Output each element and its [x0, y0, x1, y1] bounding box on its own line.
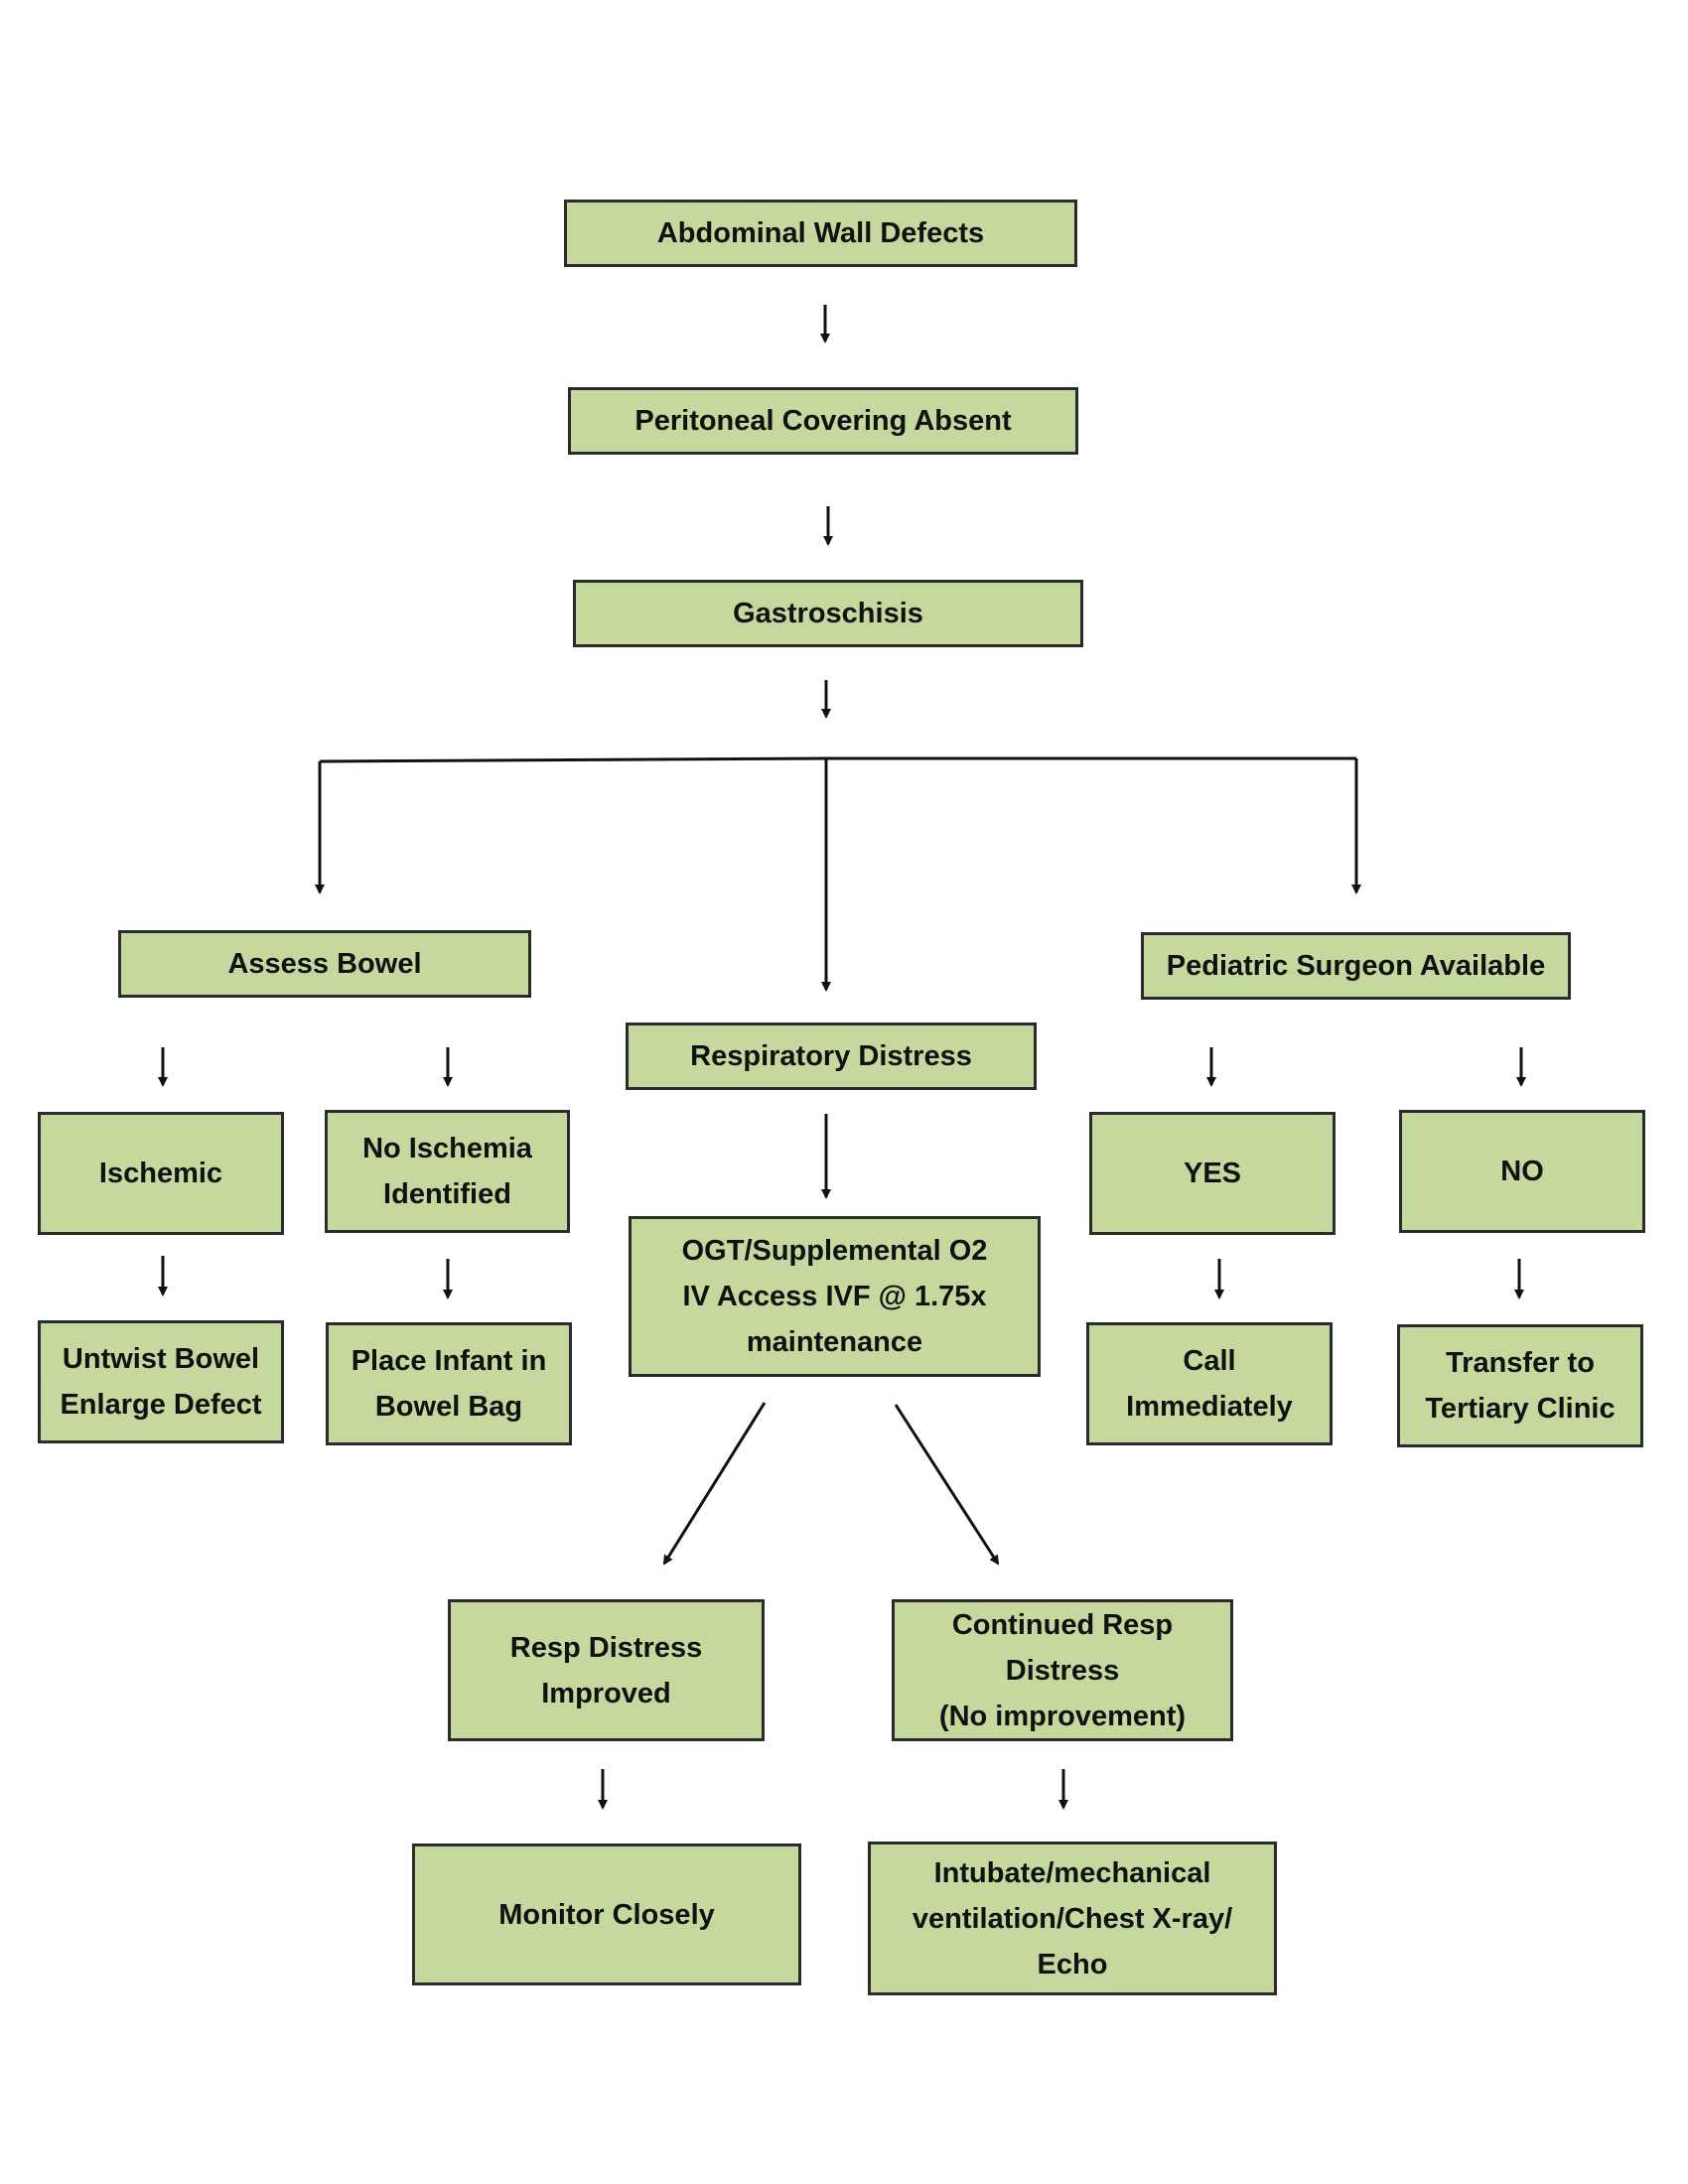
arrow-line: [894, 1404, 1000, 1566]
node-text-line: Improved: [541, 1677, 671, 1709]
node-text-line: Abdominal Wall Defects: [656, 217, 985, 249]
connector-line: [319, 756, 827, 763]
node-text-line: Enlarge Defect: [60, 1389, 262, 1421]
edge-gastroschisis-to-pediatric-surgeon-available: [826, 756, 1361, 894]
node-text-line: Call: [1183, 1345, 1236, 1377]
node-respiratory-distress: Respiratory Distress: [626, 1023, 1037, 1090]
node-text-line: Distress: [1005, 1654, 1120, 1687]
node-text-line: Tertiary Clinic: [1425, 1393, 1616, 1425]
node-peritoneal-covering-absent: Peritoneal Covering Absent: [568, 387, 1078, 455]
node-text: OGT/Supplemental O2 IV Access IVF @ 1.75x…: [682, 1228, 988, 1365]
node-text-line: Respiratory Distress: [690, 1040, 972, 1072]
node-text-line: Immediately: [1126, 1391, 1293, 1423]
node-text-line: ventilation/Chest X-ray/: [912, 1902, 1233, 1935]
node-text: Respiratory Distress: [690, 1033, 972, 1079]
node-text: Peritoneal Covering Absent: [634, 398, 1011, 444]
arrow-line: [662, 1402, 767, 1566]
node-text-line: Bowel Bag: [374, 1391, 523, 1423]
node-text: Monitor Closely: [498, 1892, 715, 1938]
edge-ogt-supplemental-o2-to-resp-distress-improved: [662, 1402, 767, 1566]
node-text-line: OGT/Supplemental O2: [681, 1235, 988, 1267]
node-text-line: Place Infant in: [351, 1345, 547, 1377]
node-no: NO: [1399, 1110, 1645, 1233]
node-text-line: Assess Bowel: [227, 948, 422, 980]
node-text-line: (No improvement): [938, 1700, 1187, 1732]
node-text: Ischemic: [99, 1151, 222, 1196]
node-text-line: Pediatric Surgeon Available: [1166, 950, 1546, 982]
node-text-line: YES: [1183, 1158, 1242, 1189]
node-text-line: Peritoneal Covering Absent: [634, 405, 1012, 437]
node-text: Gastroschisis: [733, 591, 923, 636]
node-text-line: Resp Distress: [509, 1631, 703, 1664]
node-text: YES: [1184, 1151, 1241, 1196]
node-text-line: Continued Resp: [951, 1608, 1174, 1641]
node-text-line: No Ischemia: [362, 1133, 532, 1164]
node-ogt-supplemental-o2: OGT/Supplemental O2 IV Access IVF @ 1.75x…: [629, 1216, 1041, 1377]
node-text: Pediatric Surgeon Available: [1167, 943, 1545, 989]
node-ischemic: Ischemic: [38, 1112, 284, 1235]
node-text-line: Untwist Bowel: [62, 1343, 260, 1375]
node-intubate: Intubate/mechanical ventilation/Chest X-r…: [868, 1842, 1277, 1995]
node-yes: YES: [1089, 1112, 1336, 1235]
node-assess-bowel: Assess Bowel: [118, 930, 531, 998]
node-text-line: Monitor Closely: [498, 1898, 715, 1931]
node-abdominal-wall-defects: Abdominal Wall Defects: [564, 200, 1077, 267]
node-pediatric-surgeon-available: Pediatric Surgeon Available: [1141, 932, 1571, 1000]
node-place-infant-bowel-bag: Place Infant in Bowel Bag: [326, 1322, 572, 1445]
node-text: Transfer to Tertiary Clinic: [1425, 1340, 1615, 1432]
edge-gastroschisis-to-assess-bowel: [315, 680, 831, 894]
node-text-line: Ischemic: [98, 1158, 223, 1189]
node-text: Intubate/mechanical ventilation/Chest X-r…: [913, 1850, 1232, 1987]
node-gastroschisis: Gastroschisis: [573, 580, 1083, 647]
node-text: Place Infant in Bowel Bag: [352, 1338, 547, 1430]
node-text-line: IV Access IVF @ 1.75x: [682, 1281, 987, 1312]
node-text-line: Echo: [1037, 1948, 1108, 1980]
node-text: Abdominal Wall Defects: [657, 210, 984, 256]
node-text: NO: [1500, 1149, 1544, 1194]
node-text-line: Intubate/mechanical: [933, 1856, 1211, 1889]
node-transfer-tertiary-clinic: Transfer to Tertiary Clinic: [1397, 1324, 1643, 1447]
node-text-line: Gastroschisis: [733, 598, 923, 629]
edge-ogt-supplemental-o2-to-continued-resp-distress: [894, 1404, 1000, 1566]
node-text-line: NO: [1500, 1156, 1544, 1187]
node-text-line: Transfer to: [1446, 1347, 1595, 1379]
node-text: Assess Bowel: [227, 941, 421, 987]
node-text-line: maintenance: [746, 1326, 923, 1358]
node-monitor-closely: Monitor Closely: [412, 1843, 801, 1985]
node-text-line: Identified: [383, 1178, 511, 1210]
